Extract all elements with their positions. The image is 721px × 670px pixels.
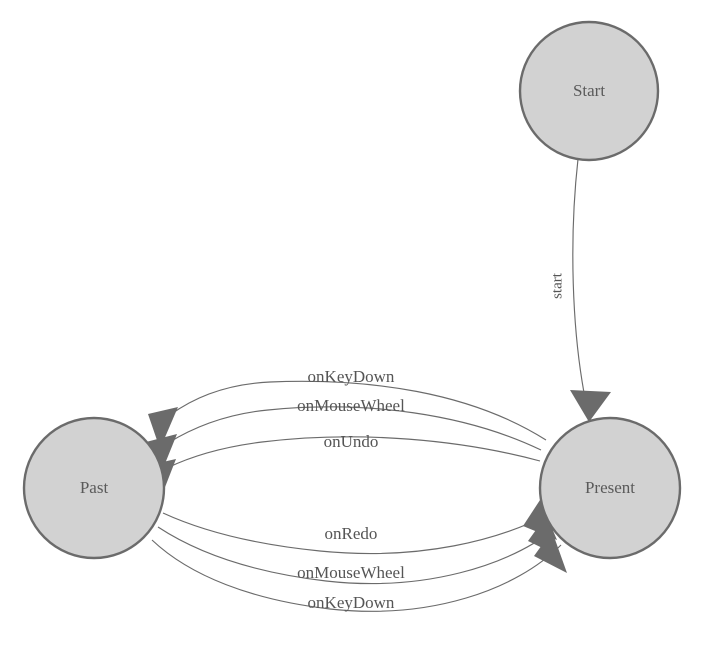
edge-label-past-present-onmousewheel: onMouseWheel: [297, 563, 405, 582]
edge-start-to-present[interactable]: start: [549, 158, 611, 422]
edge-label-present-past-onundo: onUndo: [324, 432, 379, 451]
edge-start-to-present-path: [572, 158, 586, 399]
node-start-circle: [518, 20, 660, 162]
edge-present-to-past-onkeydown-path: [169, 380, 547, 441]
edge-past-to-present-onkeydown[interactable]: onKeyDown: [151, 531, 567, 612]
edge-present-to-past-onundo[interactable]: onUndo: [145, 432, 541, 500]
edge-past-to-present-onkeydown-arrowhead: [534, 531, 567, 573]
edge-present-to-past-onkeydown[interactable]: onKeyDown: [148, 367, 547, 449]
edge-present-to-past-onkeydown-arrowhead: [148, 407, 178, 449]
edge-start-to-present-arrowhead: [570, 390, 611, 422]
edge-present-to-past-onmousewheel-arrowhead: [146, 434, 177, 476]
node-start[interactable]: Start: [518, 20, 660, 162]
edge-past-to-present-onredo[interactable]: onRedo: [162, 500, 557, 555]
edge-label-present-past-onkeydown: onKeyDown: [308, 367, 395, 386]
edge-past-to-present-onkeydown-path: [151, 539, 562, 612]
edge-label-past-present-onredo: onRedo: [325, 524, 378, 543]
edge-label-past-present-onkeydown: onKeyDown: [308, 593, 395, 612]
edge-label-present-past-onmousewheel: onMouseWheel: [297, 396, 405, 415]
edge-past-to-present-onmousewheel-path: [157, 526, 557, 585]
edge-label-start: start: [549, 272, 565, 299]
node-present-circle: [538, 416, 682, 560]
edge-past-to-present-onredo-path: [162, 512, 552, 555]
node-past[interactable]: Past: [22, 416, 166, 560]
node-present-label: Present: [585, 478, 635, 497]
node-past-circle: [22, 416, 166, 560]
node-start-label: Start: [573, 81, 605, 100]
node-present[interactable]: Present: [538, 416, 682, 560]
edge-present-to-past-onmousewheel-path: [167, 406, 542, 451]
node-past-label: Past: [80, 478, 109, 497]
edge-present-to-past-onundo-path: [166, 436, 541, 469]
edge-present-to-past-onmousewheel[interactable]: onMouseWheel: [146, 396, 542, 476]
